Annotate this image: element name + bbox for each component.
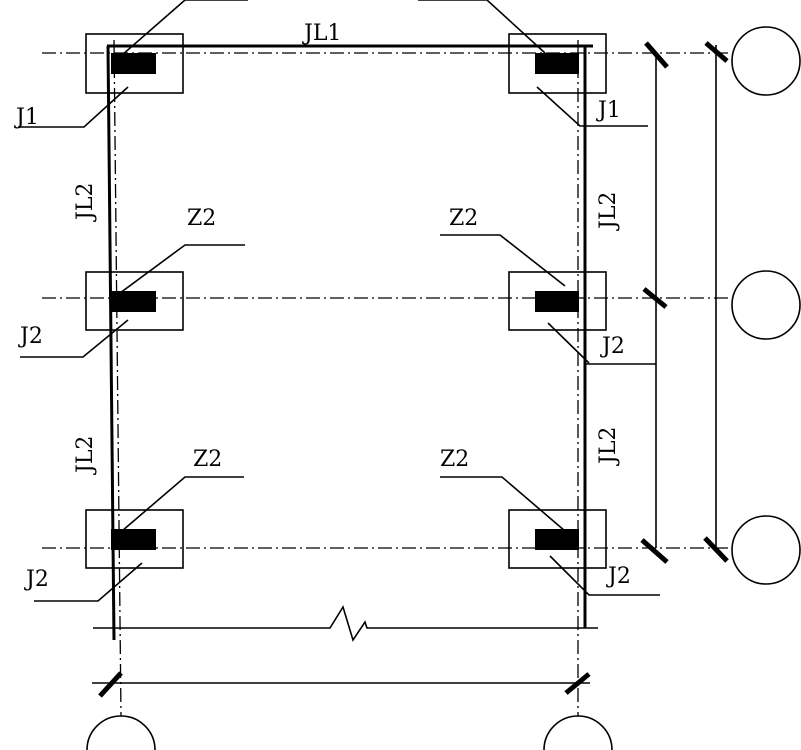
leader-line	[418, 0, 546, 54]
dimension-tick	[644, 41, 669, 69]
label-z2-mid-left: Z2	[187, 206, 216, 231]
label-j1-top-right: J1	[596, 98, 621, 123]
grid-bubbles	[86, 26, 801, 750]
beam-jl2-left	[106, 45, 116, 641]
column-z2-bottom-left	[111, 529, 156, 550]
grid-bubble-left	[86, 715, 156, 750]
leader-line	[440, 234, 566, 287]
footing-j2-bottom-left	[85, 509, 184, 569]
dimension-tick	[98, 671, 123, 698]
label-jl2-right-upper: JL2	[596, 192, 621, 231]
leader-line	[549, 555, 660, 596]
leader-line	[547, 322, 590, 364]
dimension-tick	[642, 287, 668, 309]
footing-j2-mid-right	[508, 271, 607, 331]
grid-bubble-middle	[731, 270, 801, 340]
leader-lines	[18, 0, 660, 602]
label-z2-mid-right: Z2	[449, 206, 478, 231]
leader-line	[18, 86, 129, 128]
label-jl2-left-lower: JL2	[73, 436, 98, 475]
label-z2-bottom-right: Z2	[440, 447, 469, 472]
footing-j1-top-left	[85, 33, 184, 94]
dimension-tick	[703, 536, 729, 563]
label-j1-top-left: J1	[14, 105, 39, 130]
vertical-axes	[113, 39, 579, 717]
leader-line	[20, 319, 129, 358]
label-j2-mid-left: J2	[18, 324, 43, 349]
break-line	[93, 605, 598, 642]
leader-line	[536, 86, 648, 127]
dimension-tick	[564, 672, 591, 695]
label-jl2-left-upper: JL2	[73, 183, 98, 222]
horizontal-axes	[42, 52, 728, 549]
column-top-right	[535, 53, 579, 74]
column-top-left	[111, 53, 156, 74]
label-j2-mid-right: J2	[600, 334, 625, 359]
grid-bubble-top	[731, 26, 801, 96]
label-j2-bottom-left: J2	[24, 567, 49, 592]
leader-line	[440, 476, 566, 532]
dimension-ticks	[98, 41, 729, 698]
ground-beams	[106, 44, 593, 641]
grid-bubble-bottom	[731, 515, 801, 585]
dimension-tick	[704, 41, 729, 63]
footing-j2-mid-left	[85, 271, 184, 331]
column-z2-mid-left	[111, 291, 156, 312]
leader-line	[121, 0, 248, 56]
footing-j2-bottom-right	[508, 509, 607, 569]
leader-line	[119, 244, 245, 294]
column-z2-mid-right	[535, 291, 579, 312]
axis-line-left	[113, 39, 122, 717]
label-jl1: JL1	[302, 21, 341, 46]
label-jl2-right-lower: JL2	[596, 427, 621, 466]
column-z2-bottom-right	[535, 529, 579, 550]
labels: JL1 J1 J1 Z2 Z2 J2 J2 Z2 Z2 J2 J2 JL2 JL…	[14, 21, 631, 592]
leader-line	[34, 562, 143, 602]
footing-j1-top-right	[508, 33, 607, 94]
footings	[85, 33, 607, 569]
label-z2-bottom-left: Z2	[193, 447, 222, 472]
label-j2-bottom-right: J2	[606, 564, 631, 589]
dimension-tick	[640, 538, 669, 564]
grid-bubble-right	[543, 715, 613, 750]
leader-line	[121, 476, 244, 532]
columns	[111, 53, 579, 550]
